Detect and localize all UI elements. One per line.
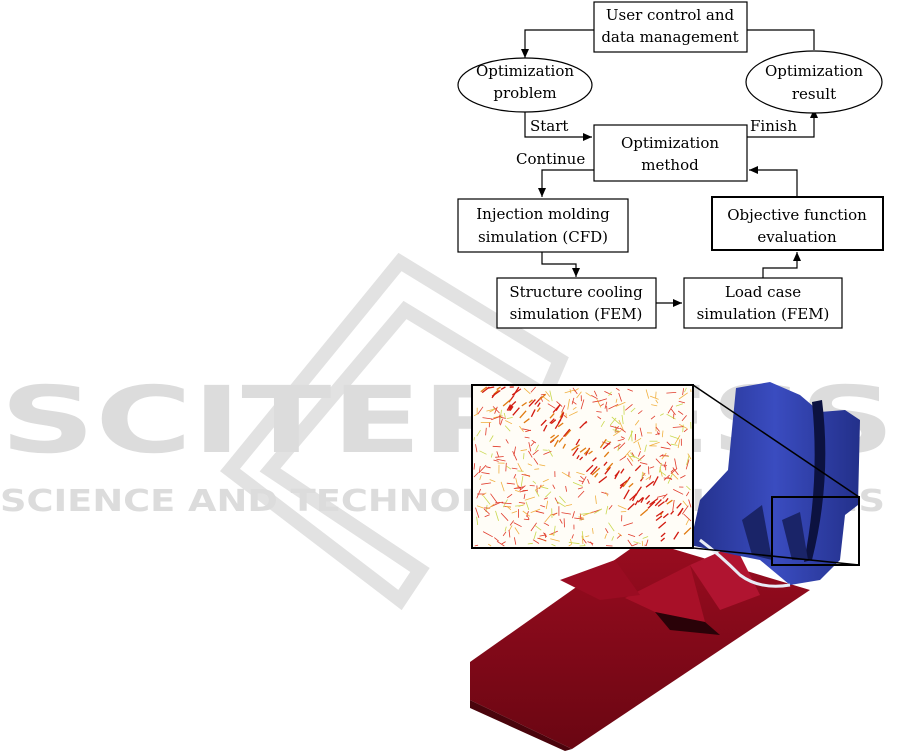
fiber-vector bbox=[664, 478, 672, 479]
node-opt-result: Optimization result bbox=[746, 51, 882, 113]
edge-loadcase-to-objective bbox=[763, 252, 797, 278]
fiber-vector bbox=[524, 453, 525, 459]
node-injection-line2: simulation (CFD) bbox=[478, 228, 608, 246]
edge-label-finish: Finish bbox=[750, 117, 797, 135]
node-opt-problem-line1: Optimization bbox=[476, 62, 574, 80]
node-opt-problem-line2: problem bbox=[493, 84, 556, 102]
node-opt-method-line1: Optimization bbox=[621, 134, 719, 152]
node-user-control-line2: data management bbox=[601, 28, 738, 46]
edge-label-continue: Continue bbox=[516, 150, 585, 168]
fiber-vector bbox=[506, 463, 507, 472]
fiber-vector bbox=[656, 392, 657, 399]
node-objective: Objective function evaluation bbox=[712, 197, 883, 250]
edge-label-start: Start bbox=[530, 117, 568, 135]
node-structure-cooling-line2: simulation (FEM) bbox=[510, 305, 643, 323]
fiber-vector bbox=[642, 541, 643, 546]
node-load-case-line1: Load case bbox=[725, 283, 801, 301]
node-structure-cooling: Structure cooling simulation (FEM) bbox=[497, 278, 656, 328]
simulation-render bbox=[470, 382, 860, 751]
node-objective-line1: Objective function bbox=[727, 206, 867, 224]
fiber-orientation-inset bbox=[472, 385, 693, 548]
node-opt-problem: Optimization problem bbox=[458, 58, 592, 112]
node-load-case: Load case simulation (FEM) bbox=[684, 278, 842, 328]
edge-user-to-problem bbox=[525, 30, 594, 58]
node-user-control-line1: User control and bbox=[606, 6, 735, 24]
fiber-vector bbox=[648, 466, 649, 474]
node-opt-method-line2: method bbox=[641, 156, 699, 174]
fiber-vector bbox=[493, 446, 501, 447]
fiber-vector bbox=[607, 406, 608, 412]
edge-objective-to-method bbox=[749, 170, 797, 197]
node-user-control: User control and data management bbox=[594, 2, 747, 52]
node-injection-line1: Injection molding bbox=[476, 205, 610, 223]
edge-result-to-user bbox=[747, 30, 814, 50]
node-structure-cooling-line1: Structure cooling bbox=[509, 283, 643, 301]
edge-method-to-injection bbox=[542, 170, 594, 197]
node-opt-method: Optimization method bbox=[594, 125, 747, 181]
node-opt-result-line1: Optimization bbox=[765, 62, 863, 80]
node-objective-line2: evaluation bbox=[757, 228, 837, 246]
edge-injection-to-cooling bbox=[542, 252, 576, 277]
node-opt-result-line2: result bbox=[792, 85, 836, 103]
red-base-plate bbox=[470, 540, 810, 749]
node-load-case-line2: simulation (FEM) bbox=[697, 305, 830, 323]
node-injection: Injection molding simulation (CFD) bbox=[458, 199, 628, 252]
